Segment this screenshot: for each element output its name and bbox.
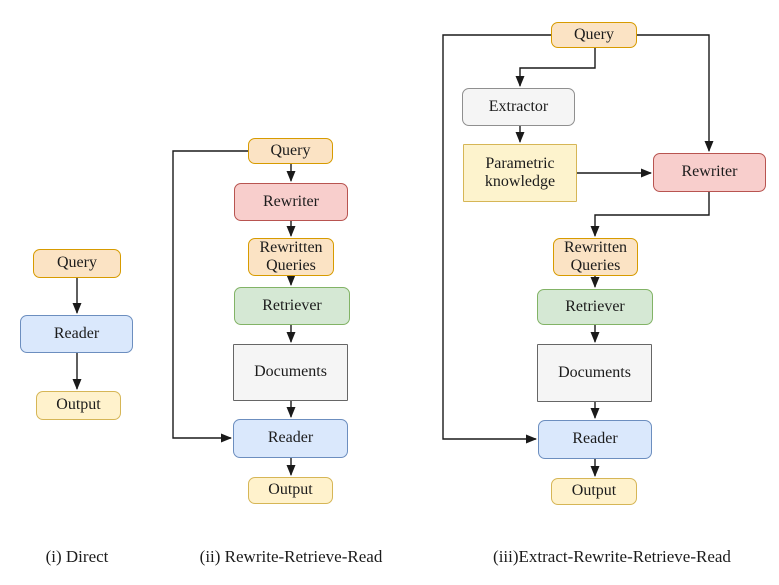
documents-node: Documents — [233, 344, 348, 401]
query-node: Query — [33, 249, 121, 278]
edge-iii-query-reader-bypass — [442, 34, 551, 444]
query-node: Query — [551, 22, 637, 48]
reader-node: Reader — [233, 419, 348, 458]
query-node: Query — [248, 138, 333, 164]
edge-iii-rewriter-rq — [590, 192, 710, 237]
parametric-knowledge-node: Parametric knowledge — [463, 144, 577, 202]
output-node: Output — [551, 478, 637, 505]
rewriter-node: Rewriter — [234, 183, 348, 221]
edge-iii-query-rewriter — [637, 34, 714, 152]
reader-node: Reader — [20, 315, 133, 353]
caption-extract-rewrite-retrieve-read: (iii)Extract-Rewrite-Retrieve-Read — [493, 547, 731, 566]
rewriter-node: Rewriter — [653, 153, 766, 192]
rewritten-queries-node: Rewritten Queries — [553, 238, 638, 276]
rewritten-queries-node: Rewritten Queries — [248, 238, 334, 276]
output-node: Output — [36, 391, 121, 420]
caption-direct: (i) Direct — [45, 547, 109, 566]
edge-iii-query-extractor — [515, 48, 596, 87]
reader-node: Reader — [538, 420, 652, 459]
caption-rewrite-retrieve-read: (ii) Rewrite-Retrieve-Read — [199, 547, 383, 566]
documents-node: Documents — [537, 344, 652, 402]
edge-ii-query-reader-bypass — [172, 150, 248, 443]
extractor-node: Extractor — [462, 88, 575, 126]
retriever-node: Retriever — [537, 289, 653, 325]
output-node: Output — [248, 477, 333, 504]
retriever-node: Retriever — [234, 287, 350, 325]
